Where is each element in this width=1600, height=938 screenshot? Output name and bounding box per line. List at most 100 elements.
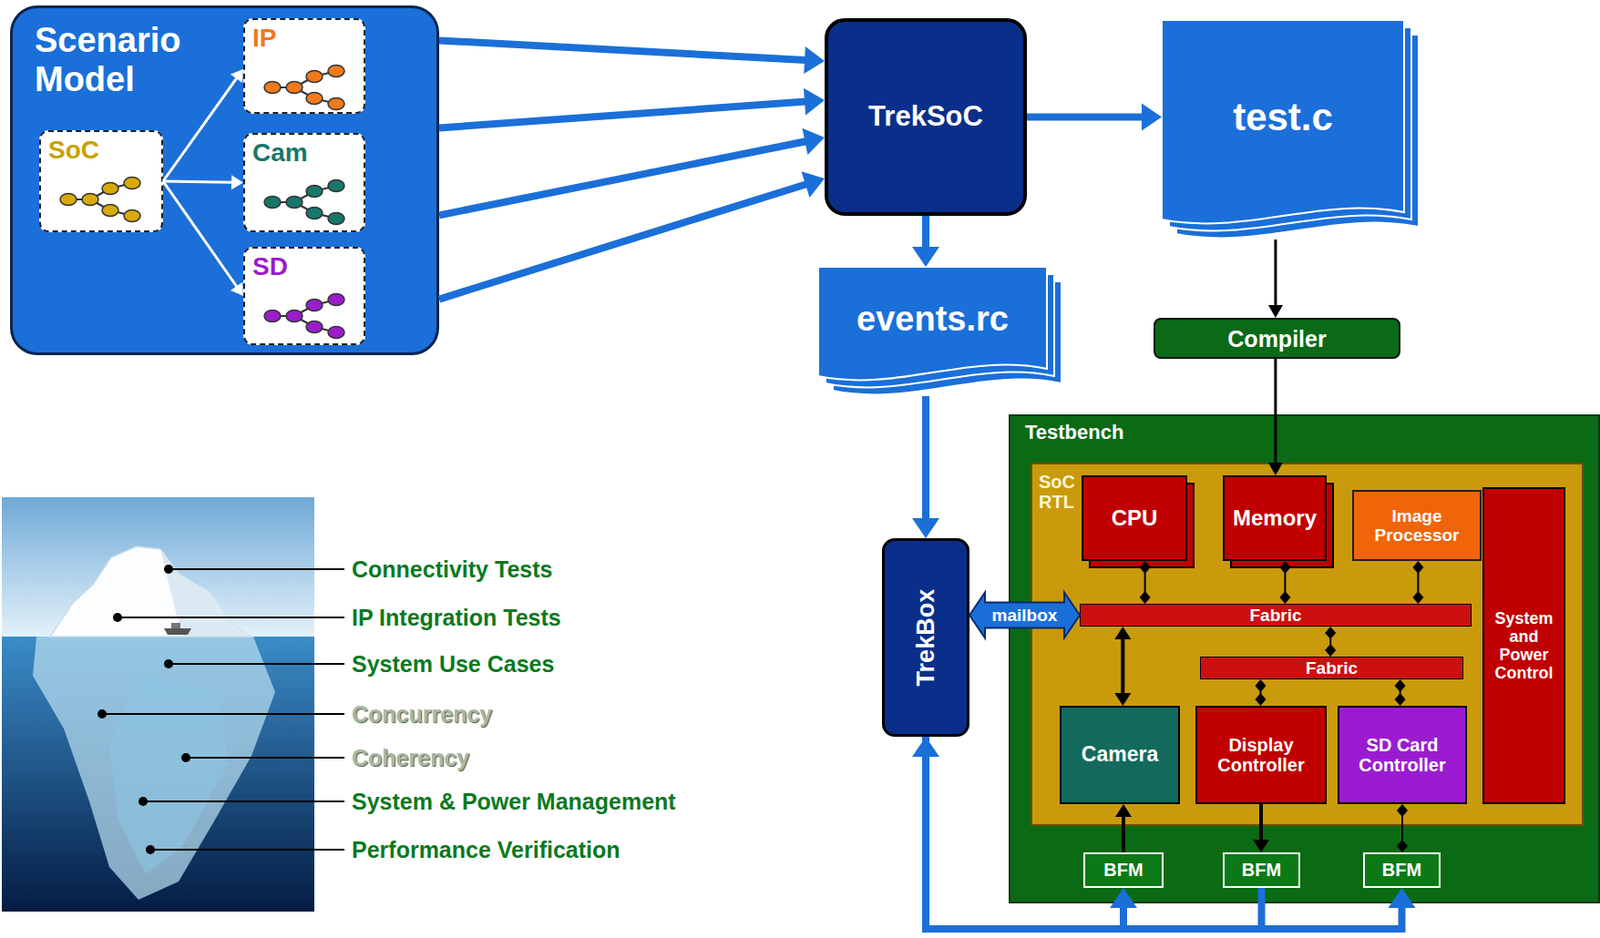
connector [163, 69, 244, 182]
node-label: SD [252, 252, 364, 281]
graph-icon [261, 290, 353, 342]
node-label: TrekBox [912, 589, 940, 688]
node-label: Testbench [1025, 421, 1599, 445]
leader-dot [181, 753, 191, 763]
connector [1114, 626, 1131, 707]
connector [439, 128, 825, 216]
soc-rtl-panel: SoC RTLCPUMemoryImage ProcessorSystem an… [1030, 462, 1584, 827]
list-label: Performance Verification [351, 837, 621, 863]
node-label: events.rc [856, 299, 1009, 339]
double-arrow [969, 593, 1080, 639]
arrowhead [1254, 693, 1266, 707]
arrowhead [1268, 462, 1283, 476]
connector [925, 737, 1138, 930]
graph-dot [264, 82, 281, 94]
leader-line [102, 713, 345, 716]
graph-dot [82, 194, 99, 206]
node-label: test.c [1232, 95, 1334, 139]
connector [1412, 561, 1424, 605]
node-label: Memory [1232, 506, 1317, 532]
leader-dot [112, 613, 123, 623]
cpu-block: CPU [1081, 475, 1188, 562]
document-page [1161, 20, 1405, 224]
connector-line [439, 102, 806, 129]
connector-line [925, 737, 1403, 930]
leader-line [117, 616, 345, 619]
connector-line [922, 396, 930, 520]
camera-block: Camera [1059, 706, 1180, 805]
graph-dot [264, 310, 281, 323]
bfm-box: BFM [1222, 852, 1301, 889]
sd-block: SD Card Controller [1337, 706, 1467, 805]
node-label: BFM [1382, 860, 1422, 881]
arrowhead [1394, 693, 1406, 707]
connector [969, 593, 1080, 639]
connector-line [922, 215, 930, 248]
bfm-box: BFM [1083, 852, 1164, 889]
node-label: Camera [1081, 743, 1159, 768]
generator-box: TrekSoC [824, 18, 1027, 216]
node-label: Fabric [1249, 605, 1302, 626]
graph-dot [306, 321, 323, 334]
graph-dot [286, 82, 303, 94]
testbench-panel: TestbenchSoC RTLCPUMemoryImage Processor… [1008, 414, 1600, 904]
connector [1394, 679, 1406, 707]
connector [1396, 804, 1408, 853]
connector-line [1273, 239, 1277, 307]
graph-dot [328, 98, 345, 111]
arrowhead [1114, 626, 1131, 640]
graph-dot [123, 177, 141, 190]
iceberg-underwater [32, 636, 276, 901]
list-label: Concurrency [351, 701, 493, 728]
arrowhead [1388, 888, 1416, 909]
list-label: System Use Cases [351, 651, 554, 677]
graph-dot [306, 71, 323, 83]
connector [439, 171, 825, 299]
iceberg-top [50, 546, 252, 637]
connector [912, 737, 1262, 930]
connector-line [925, 737, 1124, 930]
leader-dot [138, 797, 148, 807]
arrowhead [801, 171, 825, 198]
node-label: System and Power Control [1484, 609, 1564, 684]
graph-dot [286, 196, 303, 209]
leader-dot [97, 709, 107, 719]
node-label: Scenario Model [34, 20, 182, 99]
ship [164, 628, 192, 636]
node-label: BFM [1241, 860, 1282, 881]
connector-line [1120, 638, 1125, 695]
connector [163, 174, 244, 190]
connector-line [439, 40, 806, 61]
arrowhead [1412, 561, 1424, 575]
node-label: SoC RTL [1038, 471, 1076, 513]
connector [1268, 358, 1283, 476]
connector-line [925, 756, 1262, 930]
node-label: BFM [1103, 860, 1143, 881]
arrowhead [231, 174, 244, 190]
connector [1279, 561, 1291, 605]
document-stack: test.c [1161, 20, 1419, 240]
arrowhead [1252, 840, 1270, 853]
graph-icon [261, 176, 353, 228]
arrowhead [1268, 305, 1283, 318]
node-label: Fabric [1305, 658, 1358, 678]
graph-dot [102, 183, 119, 195]
fabric-bar: Fabric [1200, 656, 1464, 680]
node-label: IP [252, 23, 364, 52]
connector [1254, 679, 1266, 707]
arrowhead [1279, 561, 1291, 575]
node-label: CPU [1111, 506, 1159, 532]
connector [163, 181, 244, 297]
connector [912, 396, 940, 539]
connector-line [163, 77, 237, 182]
node-label: SoC [48, 135, 162, 165]
connector [912, 215, 940, 267]
leader-line [168, 568, 345, 571]
leader-dot [164, 564, 174, 575]
connector [1139, 561, 1151, 605]
connector-line [1026, 113, 1143, 122]
document-stack: events.rc [818, 266, 1062, 397]
connector [1115, 804, 1132, 853]
